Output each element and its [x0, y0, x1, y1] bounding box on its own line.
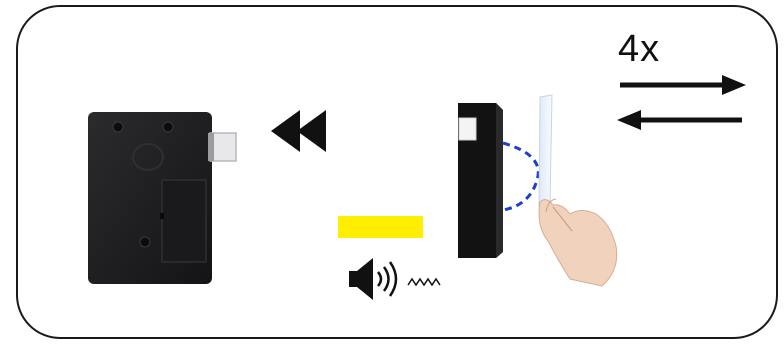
hand-card-icon [539, 95, 617, 286]
bidirectional-arrows-icon [617, 75, 746, 130]
rfid-reader-icon [458, 103, 503, 258]
double-left-arrow-icon [271, 110, 326, 152]
signal-arc-icon [503, 143, 538, 210]
cabinet-lock-icon [88, 112, 236, 284]
repeat-count-label: 4x [618, 30, 660, 68]
led-bar-icon [338, 216, 423, 238]
speaker-sound-icon [349, 258, 440, 300]
